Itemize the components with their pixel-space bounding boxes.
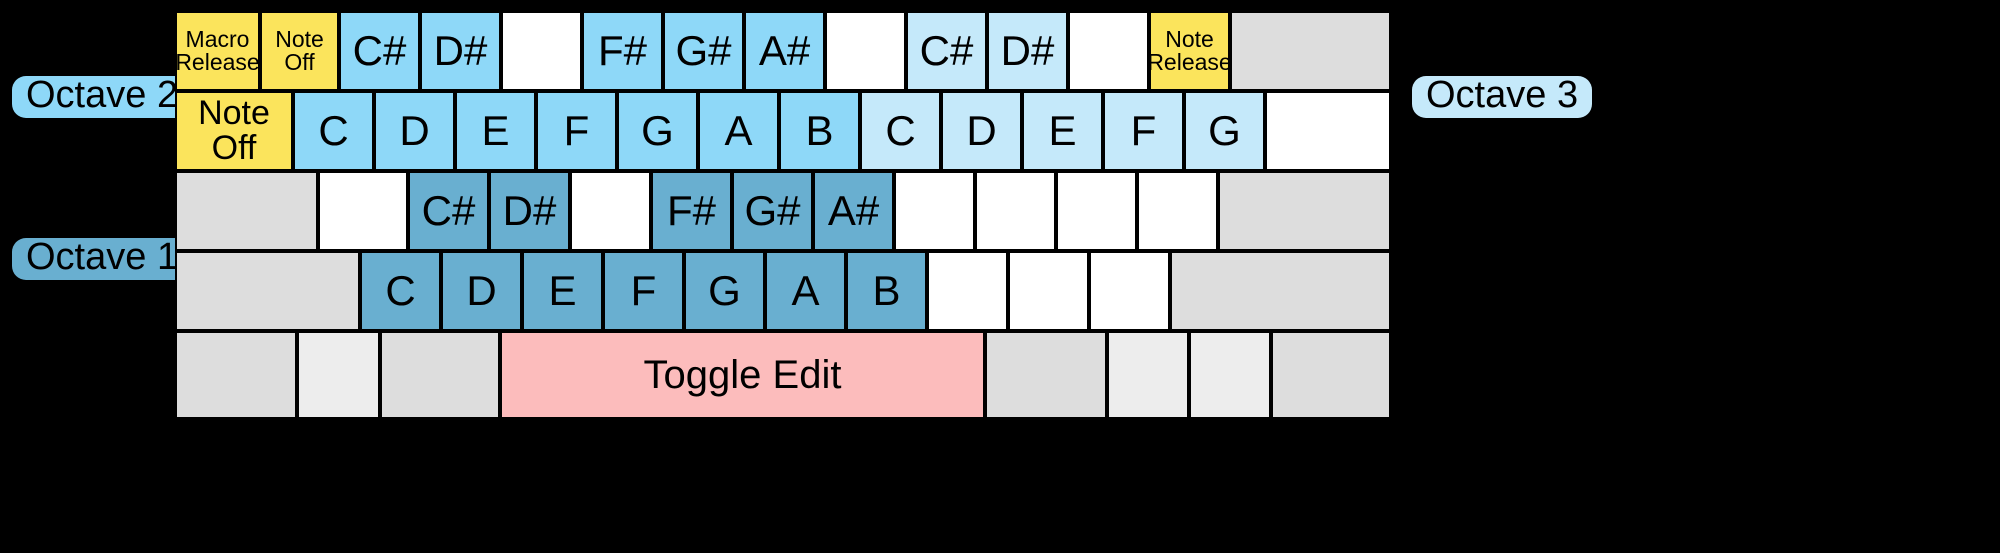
key-blank-0-11 xyxy=(1068,11,1149,91)
key-asharp-2-7[interactable]: A# xyxy=(813,171,894,251)
key-g-1-12[interactable]: G xyxy=(1184,91,1265,171)
key-e-1-10[interactable]: E xyxy=(1022,91,1103,171)
key-d-3-2[interactable]: D xyxy=(441,251,522,331)
key-blank-3-8 xyxy=(927,251,1008,331)
row-5-spacebar: Toggle Edit xyxy=(175,331,1391,419)
key-blank-2-0 xyxy=(175,171,318,251)
key-d-1-9[interactable]: D xyxy=(941,91,1022,171)
key-blank-4-7 xyxy=(1271,331,1391,419)
key-e-3-3[interactable]: E xyxy=(522,251,603,331)
key-blank-2-9 xyxy=(975,171,1056,251)
key-blank-4-4 xyxy=(985,331,1107,419)
key-blank-2-11 xyxy=(1137,171,1218,251)
key-blank-4-0 xyxy=(175,331,297,419)
key-blank-4-1 xyxy=(297,331,380,419)
key-dsharp-2-3[interactable]: D# xyxy=(489,171,570,251)
key-c-1-8[interactable]: C xyxy=(860,91,941,171)
key-a-1-6[interactable]: A xyxy=(698,91,779,171)
key-fsharp-0-5[interactable]: F# xyxy=(582,11,663,91)
key-f-1-11[interactable]: F xyxy=(1103,91,1184,171)
octave-1-label: Octave 1 xyxy=(12,236,193,280)
key-a-3-6[interactable]: A xyxy=(765,251,846,331)
key-blank-4-2 xyxy=(380,331,500,419)
key-c-3-1[interactable]: C xyxy=(360,251,441,331)
key-blank-3-11 xyxy=(1170,251,1391,331)
key-note-release-0-12[interactable]: Note Release xyxy=(1149,11,1230,91)
key-dsharp-0-10[interactable]: D# xyxy=(987,11,1068,91)
key-blank-0-13 xyxy=(1230,11,1391,91)
key-csharp-2-2[interactable]: C# xyxy=(408,171,489,251)
key-blank-3-0 xyxy=(175,251,360,331)
row-3-asdf: C#D# F#G#A# xyxy=(175,171,1391,251)
key-gsharp-0-6[interactable]: G# xyxy=(663,11,744,91)
key-g-3-5[interactable]: G xyxy=(684,251,765,331)
key-g-1-5[interactable]: G xyxy=(617,91,698,171)
key-asharp-0-7[interactable]: A# xyxy=(744,11,825,91)
octave-3-label: Octave 3 xyxy=(1412,74,1593,118)
key-blank-2-10 xyxy=(1056,171,1137,251)
key-blank-2-1 xyxy=(318,171,408,251)
key-fsharp-2-5[interactable]: F# xyxy=(651,171,732,251)
key-f-3-4[interactable]: F xyxy=(603,251,684,331)
key-note-off-1-0[interactable]: Note Off xyxy=(175,91,293,171)
key-blank-4-6 xyxy=(1189,331,1271,419)
key-csharp-0-9[interactable]: C# xyxy=(906,11,987,91)
key-blank-4-5 xyxy=(1107,331,1189,419)
key-toggle-edit-4-3[interactable]: Toggle Edit xyxy=(500,331,985,419)
key-blank-0-8 xyxy=(825,11,906,91)
key-blank-3-9 xyxy=(1008,251,1089,331)
key-blank-3-10 xyxy=(1089,251,1170,331)
key-blank-0-4 xyxy=(501,11,582,91)
key-d-1-2[interactable]: D xyxy=(374,91,455,171)
key-e-1-3[interactable]: E xyxy=(455,91,536,171)
key-b-1-7[interactable]: B xyxy=(779,91,860,171)
key-macro-release-0-0[interactable]: Macro Release xyxy=(175,11,260,91)
key-blank-1-13 xyxy=(1265,91,1391,171)
key-f-1-4[interactable]: F xyxy=(536,91,617,171)
key-dsharp-0-3[interactable]: D# xyxy=(420,11,501,91)
key-csharp-0-2[interactable]: C# xyxy=(339,11,420,91)
key-blank-2-4 xyxy=(570,171,651,251)
key-c-1-1[interactable]: C xyxy=(293,91,374,171)
key-b-3-7[interactable]: B xyxy=(846,251,927,331)
key-gsharp-2-6[interactable]: G# xyxy=(732,171,813,251)
key-blank-2-12 xyxy=(1218,171,1391,251)
key-blank-2-8 xyxy=(894,171,975,251)
octave-2-label: Octave 2 xyxy=(12,74,193,118)
key-note-off-0-1[interactable]: Note Off xyxy=(260,11,339,91)
